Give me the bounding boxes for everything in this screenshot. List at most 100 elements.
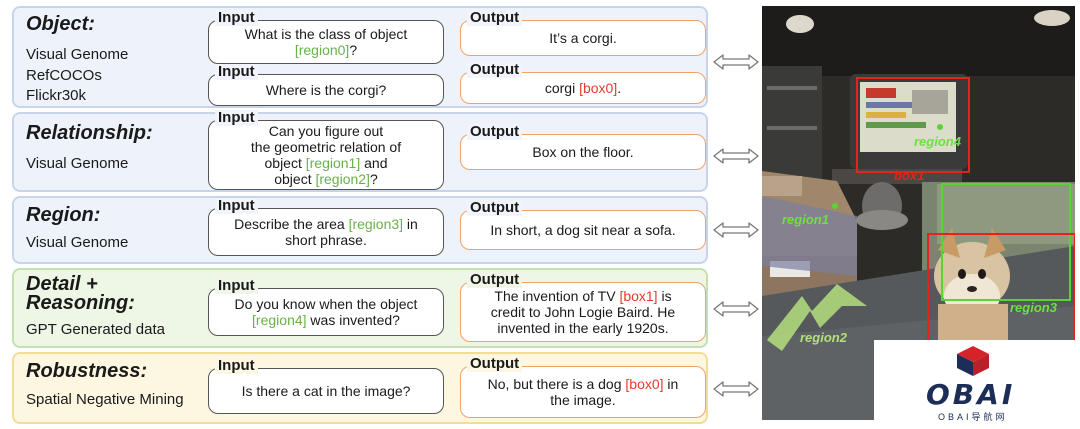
output-text: In short, a dog sit near a sofa.: [490, 222, 675, 238]
source-refcocos: RefCOCOs: [26, 67, 102, 84]
text-line: invented in the early 1920s.: [491, 320, 675, 336]
region1-label: region1: [782, 212, 829, 227]
text-line: In short, a dog sit near a sofa.: [490, 222, 675, 238]
text-segment: the image.: [550, 392, 616, 408]
input-box: Input Do you know when the object[region…: [208, 278, 444, 336]
section-detail-reasoning: Detail + Reasoning: GPT Generated data I…: [12, 268, 708, 348]
output-label: Output: [467, 62, 523, 78]
text-line: the geometric relation of: [251, 139, 401, 155]
text-line: The invention of TV [box1] is: [491, 288, 675, 304]
text-line: credit to John Logie Baird. He: [491, 304, 675, 320]
text-line: [region4] was invented?: [235, 312, 418, 328]
output-label: Output: [467, 124, 523, 140]
text-line: [region0]?: [245, 42, 408, 58]
text-segment: invented in the early 1920s.: [497, 320, 669, 336]
text-segment: in: [663, 376, 679, 392]
source-gpt-generated: GPT Generated data: [26, 321, 165, 338]
section-object: Object: Visual Genome RefCOCOs Flickr30k…: [12, 6, 708, 108]
double-arrow-icon: [713, 301, 759, 317]
text-segment: In short, a dog sit near a sofa.: [490, 222, 676, 238]
input-text: What is the class of object[region0]?: [245, 26, 408, 58]
text-segment: The invention of TV: [494, 288, 620, 304]
input-label: Input: [215, 358, 258, 374]
source-flickr30k: Flickr30k: [26, 87, 87, 104]
text-segment: Where is the corgi?: [265, 82, 387, 98]
section-relationship: Relationship: Visual Genome Input Can yo…: [12, 110, 708, 192]
double-arrow-icon: [713, 222, 759, 238]
input-label: Input: [215, 110, 258, 126]
input-label: Input: [215, 198, 258, 214]
text-line: Do you know when the object: [235, 296, 418, 312]
text-segment: in: [403, 216, 418, 232]
input-box: Input Where is the corgi?: [208, 64, 444, 106]
text-line: corgi [box0].: [545, 80, 621, 96]
text-segment: .: [617, 80, 622, 96]
text-segment: Do you know when the object: [234, 296, 418, 312]
box-tag: [box0]: [579, 80, 618, 96]
text-line: No, but there is a dog [box0] in: [488, 376, 679, 392]
box-tag: [box1]: [619, 288, 658, 304]
section-robustness: Robustness: Spatial Negative Mining Inpu…: [12, 352, 708, 424]
input-text: Where is the corgi?: [266, 82, 387, 98]
text-segment: Can you figure out: [268, 123, 384, 139]
region4-label: region4: [914, 134, 961, 149]
output-box: Output Box on the floor.: [460, 124, 706, 170]
source-spatial-negative-mining: Spatial Negative Mining: [26, 391, 184, 408]
input-label: Input: [215, 278, 258, 294]
text-segment: Describe the area: [234, 216, 349, 232]
output-label: Output: [467, 200, 523, 216]
source-visual-genome: Visual Genome: [26, 155, 129, 172]
region2-label: region2: [800, 330, 847, 345]
input-box: Input What is the class of object[region…: [208, 10, 444, 64]
cube-logo-icon: [957, 346, 989, 376]
text-line: It’s a corgi.: [549, 30, 616, 46]
double-arrow-icon: [713, 148, 759, 164]
text-line: Describe the area [region3] in: [234, 216, 418, 232]
section-title: Detail +: [26, 273, 98, 295]
text-segment: What is the class of object: [244, 26, 408, 42]
section-region: Region: Visual Genome Input Describe the…: [12, 196, 708, 264]
text-line: short phrase.: [234, 232, 418, 248]
text-segment: was invented?: [306, 312, 400, 328]
section-title: Region:: [26, 204, 101, 226]
input-text: Do you know when the object[region4] was…: [235, 296, 418, 328]
box1-label: box1: [894, 168, 925, 183]
text-segment: object: [264, 155, 306, 171]
output-text: corgi [box0].: [545, 80, 621, 96]
output-box: Output corgi [box0].: [460, 62, 706, 104]
text-segment: the geometric relation of: [250, 139, 402, 155]
input-box: Input Is there a cat in the image?: [208, 358, 444, 414]
output-label: Output: [467, 356, 523, 372]
input-label: Input: [215, 64, 258, 80]
text-segment: is: [657, 288, 672, 304]
text-line: What is the class of object: [245, 26, 408, 42]
text-line: Is there a cat in the image?: [242, 383, 411, 399]
text-line: Can you figure out: [251, 123, 401, 139]
output-label: Output: [467, 272, 523, 288]
text-segment: Box on the floor.: [532, 144, 634, 160]
text-segment: ?: [349, 42, 358, 58]
source-visual-genome: Visual Genome: [26, 46, 129, 63]
region-tag: [region0]: [294, 42, 350, 58]
double-arrow-icon: [713, 381, 759, 397]
logo-name: OBAI: [926, 378, 1016, 411]
logo-subtitle: OBAI导航网: [938, 412, 1008, 422]
output-box: Output In short, a dog sit near a sofa.: [460, 200, 706, 250]
text-line: object [region2]?: [251, 171, 401, 187]
text-line: Box on the floor.: [532, 144, 633, 160]
output-box: Output It’s a corgi.: [460, 10, 706, 56]
output-text: Box on the floor.: [532, 144, 633, 160]
text-segment: It’s a corgi.: [549, 30, 617, 46]
text-segment: credit to John Logie Baird. He: [490, 304, 676, 320]
source-visual-genome: Visual Genome: [26, 234, 129, 251]
text-line: Where is the corgi?: [266, 82, 387, 98]
region-tag: [region1]: [305, 155, 361, 171]
text-segment: object: [274, 171, 316, 187]
section-title: Robustness:: [26, 360, 148, 382]
